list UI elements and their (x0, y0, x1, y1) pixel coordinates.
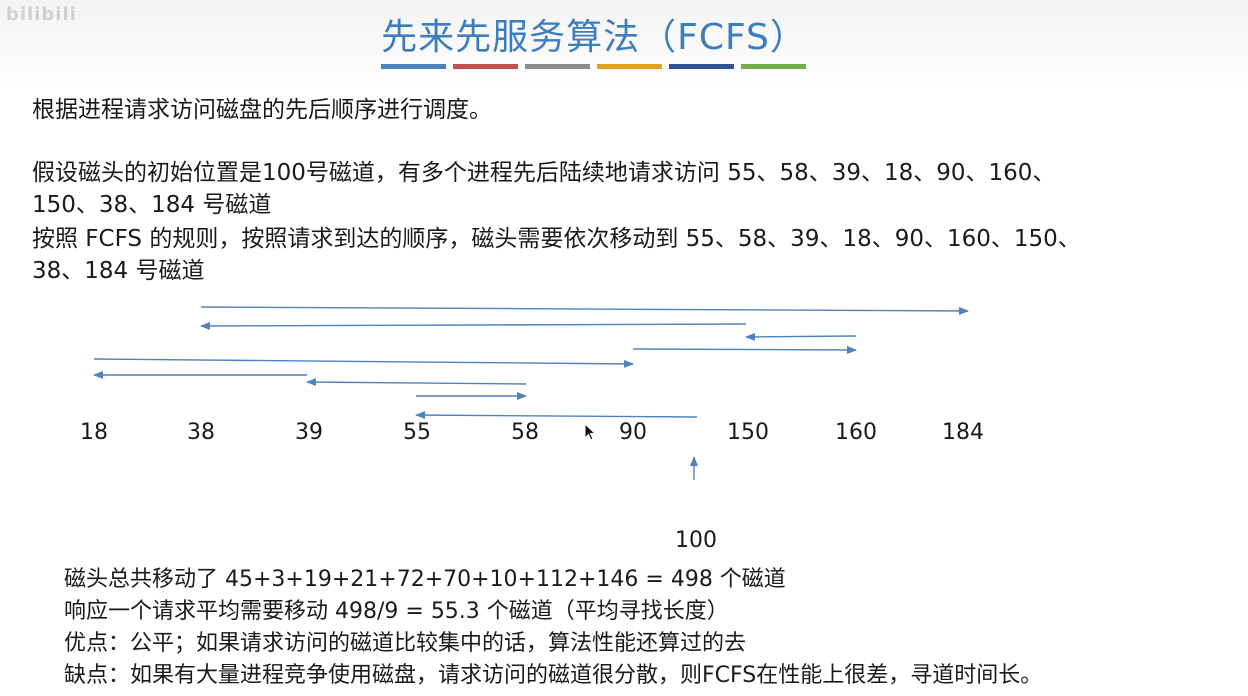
rule-line-2: 38、184 号磁道 (32, 258, 205, 284)
disadvantage-text: 缺点：如果有大量进程竞争使用磁盘，请求访问的磁道很分散，则FCFS在性能上很差，… (64, 663, 1043, 688)
move-38-to-184 (200, 306, 969, 315)
assumption-line-1: 假设磁头的初始位置是100号磁道，有多个进程先后陆续地请求访问 55、58、39… (32, 160, 1056, 186)
title-color-bars (381, 64, 806, 69)
move-160-to-150 (745, 332, 857, 341)
track-label-38: 38 (187, 420, 215, 445)
track-label-184: 184 (942, 420, 984, 445)
mouse-cursor-icon (584, 423, 597, 441)
move-90-to-160 (632, 345, 857, 354)
bilibili-watermark: bilibili (6, 4, 77, 25)
move-150-to-38 (200, 321, 747, 330)
track-label-39: 39 (295, 420, 323, 445)
average-movement-text: 响应一个请求平均需要移动 498/9 = 55.3 个磁道（平均寻找长度） (64, 599, 729, 624)
title-bar-6 (741, 64, 806, 69)
track-label-160: 160 (835, 420, 877, 445)
title-bar-3 (525, 64, 590, 69)
total-movement-text: 磁头总共移动了 45+3+19+21+72+70+10+112+146 = 49… (64, 567, 786, 592)
rule-line-1: 按照 FCFS 的规则，按照请求到达的顺序，磁头需要依次移动到 55、58、39… (32, 226, 1081, 252)
track-label-55: 55 (403, 420, 431, 445)
title-bar-5 (669, 64, 734, 69)
track-label-90: 90 (619, 420, 647, 445)
initial-head-label: 100 (675, 528, 717, 553)
intro-text: 根据进程请求访问磁盘的先后顺序进行调度。 (32, 97, 492, 123)
track-label-150: 150 (727, 420, 769, 445)
track-label-58: 58 (511, 420, 539, 445)
track-label-18: 18 (80, 420, 108, 445)
head-movement-diagram (93, 306, 969, 480)
assumption-line-2: 150、38、184 号磁道 (32, 192, 272, 218)
title-bar-2 (453, 64, 518, 69)
title-bar-1 (381, 64, 446, 69)
move-18-to-90 (93, 358, 634, 368)
advantage-text: 优点：公平；如果请求访问的磁道比较集中的话，算法性能还算过的去 (64, 631, 747, 656)
move-100-to-55 (415, 411, 698, 420)
title-bar-4 (597, 64, 662, 69)
move-58-to-39 (306, 378, 527, 387)
slide-title: 先来先服务算法（FCFS） (381, 17, 807, 58)
